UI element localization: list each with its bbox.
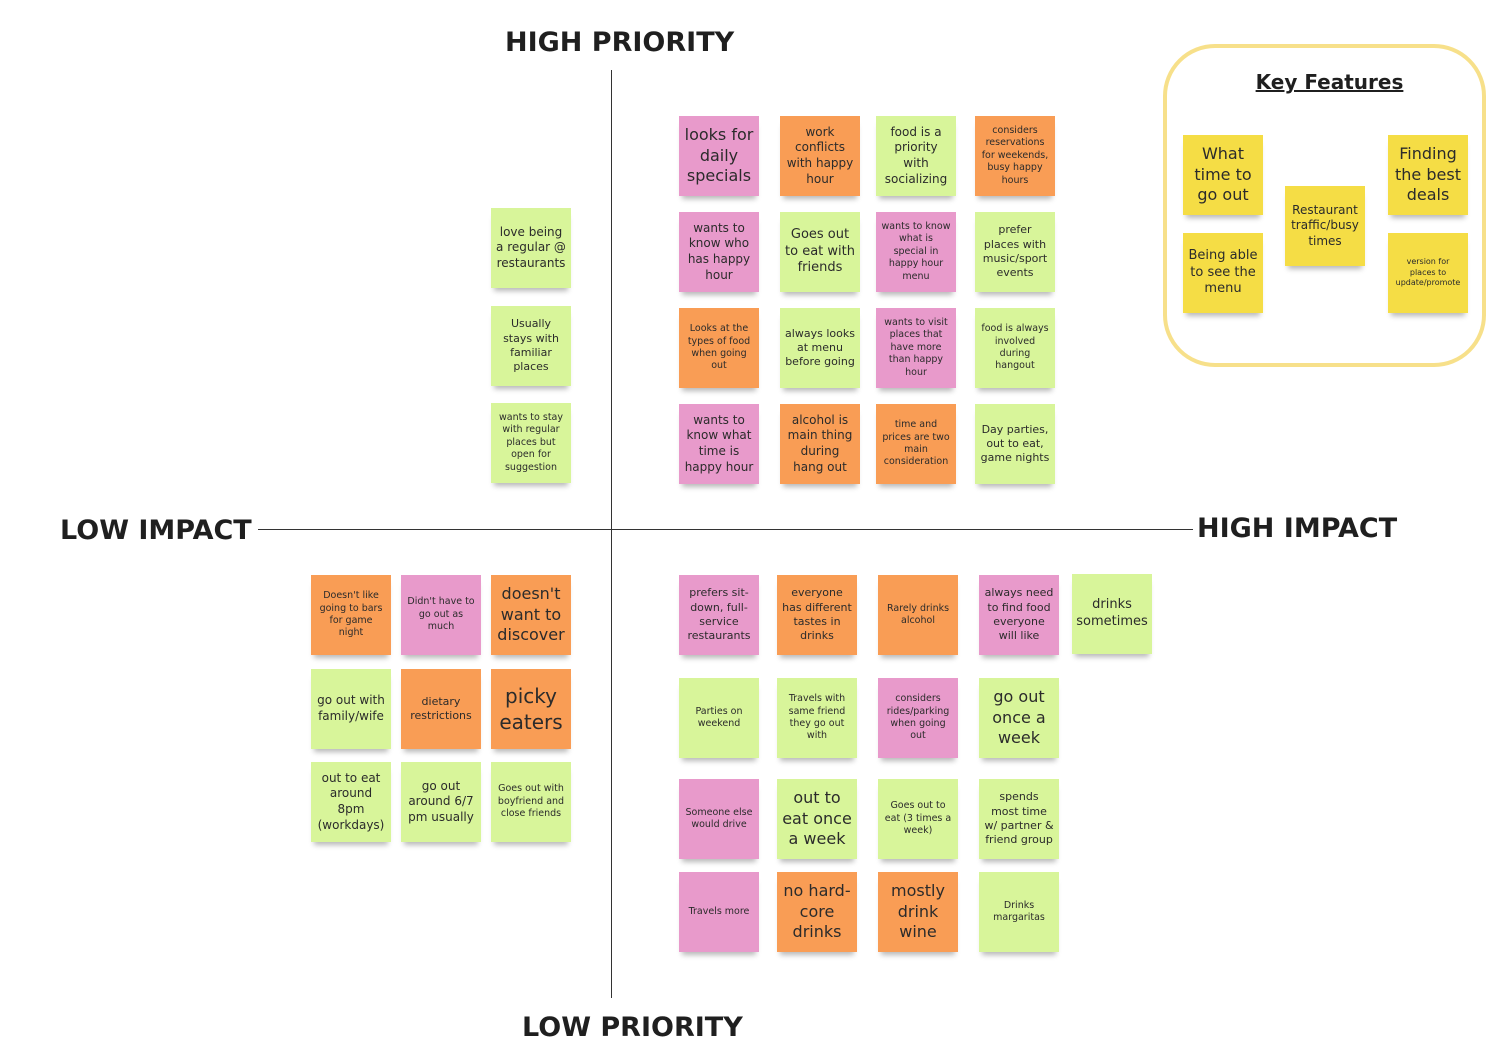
sticky-note[interactable]: go out around 6/7 pm usually xyxy=(401,762,481,842)
sticky-note[interactable]: food is a priority with socializing xyxy=(876,116,956,196)
sticky-note[interactable]: Rarely drinks alcohol xyxy=(878,575,958,655)
sticky-note[interactable]: Being able to see the menu xyxy=(1183,233,1263,313)
sticky-note[interactable]: no hard-core drinks xyxy=(777,872,857,952)
sticky-note[interactable]: Parties on weekend xyxy=(679,678,759,758)
horizontal-axis-line xyxy=(258,529,1193,530)
sticky-note[interactable]: dietary restrictions xyxy=(401,669,481,749)
sticky-note[interactable]: Restaurant traffic/busy times xyxy=(1285,186,1365,266)
sticky-note[interactable]: food is always involved during hangout xyxy=(975,308,1055,388)
sticky-note[interactable]: Someone else would drive xyxy=(679,779,759,859)
sticky-note[interactable]: Goes out to eat (3 times a week) xyxy=(878,779,958,859)
sticky-note[interactable]: Didn't have to go out as much xyxy=(401,575,481,655)
sticky-note[interactable]: considers rides/parking when going out xyxy=(878,678,958,758)
sticky-note[interactable]: Doesn't like going to bars for game nigh… xyxy=(311,575,391,655)
sticky-note[interactable]: Drinks margaritas xyxy=(979,872,1059,952)
sticky-note[interactable]: time and prices are two main considerati… xyxy=(876,404,956,484)
sticky-note[interactable]: picky eaters xyxy=(491,669,571,749)
vertical-axis-line xyxy=(611,70,612,998)
sticky-note[interactable]: mostly drink wine xyxy=(878,872,958,952)
sticky-note[interactable]: Finding the best deals xyxy=(1388,135,1468,215)
sticky-note[interactable]: Travels with same friend they go out wit… xyxy=(777,678,857,758)
sticky-note[interactable]: spends most time w/ partner & friend gro… xyxy=(979,779,1059,859)
sticky-note[interactable]: What time to go out xyxy=(1183,135,1263,215)
axis-label-low-priority: LOW PRIORITY xyxy=(522,1012,743,1043)
sticky-note[interactable]: Travels more xyxy=(679,872,759,952)
sticky-note[interactable]: alcohol is main thing during hang out xyxy=(780,404,860,484)
sticky-note[interactable]: wants to know what is special in happy h… xyxy=(876,212,956,292)
sticky-note[interactable]: looks for daily specials xyxy=(679,116,759,196)
key-features-title: Key Features xyxy=(1255,70,1404,94)
sticky-note[interactable]: version for places to update/promote xyxy=(1388,233,1468,313)
sticky-note[interactable]: wants to know who has happy hour xyxy=(679,212,759,292)
sticky-note[interactable]: considers reservations for weekends, bus… xyxy=(975,116,1055,196)
sticky-note[interactable]: go out once a week xyxy=(979,678,1059,758)
sticky-note[interactable]: wants to stay with regular places but op… xyxy=(491,403,571,483)
sticky-note[interactable]: drinks sometimes xyxy=(1072,574,1152,654)
sticky-note[interactable]: Usually stays with familiar places xyxy=(491,306,571,386)
sticky-note[interactable]: Goes out with boyfriend and close friend… xyxy=(491,762,571,842)
axis-label-high-priority: HIGH PRIORITY xyxy=(505,27,735,58)
sticky-note[interactable]: Day parties, out to eat, game nights xyxy=(975,404,1055,484)
sticky-note[interactable]: love being a regular @ restaurants xyxy=(491,208,571,288)
axis-label-low-impact: LOW IMPACT xyxy=(60,515,252,546)
sticky-note[interactable]: always need to find food everyone will l… xyxy=(979,575,1059,655)
sticky-note[interactable]: Goes out to eat with friends xyxy=(780,212,860,292)
sticky-note[interactable]: wants to know what time is happy hour xyxy=(679,404,759,484)
sticky-note[interactable]: doesn't want to discover xyxy=(491,575,571,655)
sticky-note[interactable]: prefer places with music/sport events xyxy=(975,212,1055,292)
sticky-note[interactable]: Looks at the types of food when going ou… xyxy=(679,308,759,388)
sticky-note[interactable]: everyone has different tastes in drinks xyxy=(777,575,857,655)
axis-label-high-impact: HIGH IMPACT xyxy=(1197,513,1398,544)
sticky-note[interactable]: out to eat once a week xyxy=(777,779,857,859)
sticky-note[interactable]: prefers sit-down, full-service restauran… xyxy=(679,575,759,655)
sticky-note[interactable]: wants to visit places that have more tha… xyxy=(876,308,956,388)
sticky-note[interactable]: always looks at menu before going xyxy=(780,308,860,388)
sticky-note[interactable]: go out with family/wife xyxy=(311,669,391,749)
sticky-note[interactable]: out to eat around 8pm (workdays) xyxy=(311,762,391,842)
sticky-note[interactable]: work conflicts with happy hour xyxy=(780,116,860,196)
